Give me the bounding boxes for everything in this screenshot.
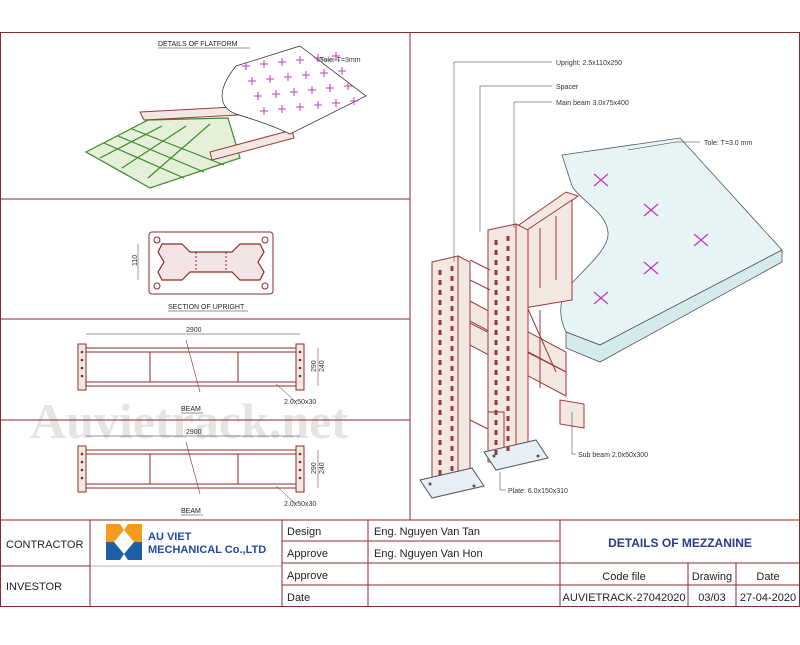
company-logo bbox=[106, 524, 142, 560]
beam1-sub: 2.0x50x30 bbox=[284, 399, 316, 406]
label-spacer: Spacer bbox=[556, 84, 579, 91]
beam2-length: 2900 bbox=[186, 429, 202, 436]
watermark: Auvietrack.net bbox=[30, 393, 348, 449]
company-name-line1: AU VIET bbox=[148, 531, 192, 543]
design-label: Design bbox=[287, 526, 321, 538]
drawing-title: DETAILS OF MEZZANINE bbox=[608, 536, 752, 550]
code-file-value: AUVIETRACK-27042020 bbox=[563, 592, 686, 604]
beam2-inner: 240 bbox=[319, 462, 326, 474]
beam1-inner: 240 bbox=[319, 360, 326, 372]
date-value: 27-04-2020 bbox=[740, 592, 796, 604]
platform-caption: DETAILS OF FLATFORM bbox=[158, 41, 238, 48]
beam2-view: 2900 290 240 2.0x50x30 BEAM bbox=[77, 429, 326, 516]
label-main-beam: Main beam 3.0x75x400 bbox=[556, 100, 629, 107]
mezzanine-deck bbox=[560, 137, 783, 346]
label-sub-beam: Sub beam 2.0x50x300 bbox=[578, 452, 648, 459]
label-plate: Plate: 6.0x150x310 bbox=[508, 488, 568, 495]
platform-view: DETAILS OF FLATFORM Tole: T=3mm bbox=[84, 41, 367, 189]
beam1-view: 2900 290 240 2.0x50x30 BEAM bbox=[77, 327, 326, 414]
platform-tole-label: Tole: T=3mm bbox=[320, 57, 361, 64]
company-name-line2: MECHANICAL Co.,LTD bbox=[148, 544, 266, 556]
date-label: Date bbox=[287, 592, 310, 604]
base-plates bbox=[419, 439, 549, 499]
approve-label: Approve bbox=[287, 548, 328, 560]
date-col-label: Date bbox=[756, 571, 779, 583]
beam2-sub: 2.0x50x30 bbox=[284, 501, 316, 508]
contractor-label: CONTRACTOR bbox=[6, 539, 83, 551]
mezzanine-isometric-view: Upright: 2.5x110x250 Spacer Main beam 3.… bbox=[419, 60, 783, 499]
investor-label: INVESTOR bbox=[6, 581, 62, 593]
label-tole: Tole: T=3.0 mm bbox=[704, 140, 752, 147]
beam2-caption: BEAM bbox=[181, 508, 201, 515]
deck-perforations bbox=[593, 173, 709, 305]
drawing-value: 03/03 bbox=[698, 592, 726, 604]
leader-lines bbox=[453, 61, 700, 491]
upright-holes bbox=[438, 236, 510, 475]
beam1-length: 2900 bbox=[186, 327, 202, 334]
title-block: CONTRACTOR INVESTOR AU VIET MECHANICAL C… bbox=[0, 520, 800, 606]
beam1-height: 290 bbox=[311, 360, 318, 372]
upright-dim: 110 bbox=[132, 255, 139, 266]
design-value: Eng. Nguyen Van Tan bbox=[374, 526, 480, 538]
approve-value: Eng. Nguyen Van Hon bbox=[374, 548, 483, 560]
upright-section-view: 110 SECTION OF UPRIGHT bbox=[132, 231, 274, 312]
label-upright: Upright: 2.5x110x250 bbox=[556, 60, 622, 67]
beam2-height: 290 bbox=[311, 462, 318, 474]
plate-perforations bbox=[242, 52, 358, 115]
approve2-label: Approve bbox=[287, 570, 328, 582]
upright-caption: SECTION OF UPRIGHT bbox=[168, 304, 245, 311]
code-file-label: Code file bbox=[602, 571, 645, 583]
sheet-frame bbox=[0, 32, 800, 607]
drawing-label: Drawing bbox=[692, 571, 732, 583]
beam1-caption: BEAM bbox=[181, 406, 201, 413]
